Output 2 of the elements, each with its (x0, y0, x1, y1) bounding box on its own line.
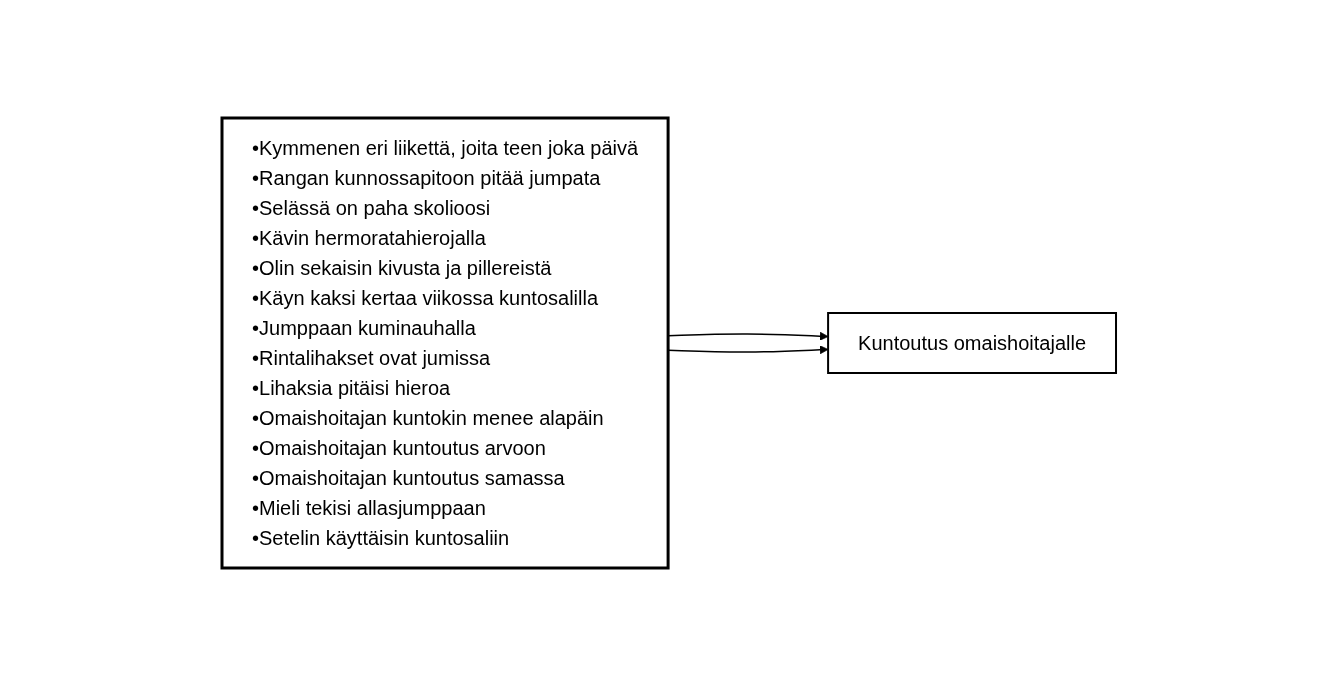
node-box: •Kymmenen eri liikettä, joita teen joka päivä •Rangan kunnossapitoon pitää jumpata •Selässä on paha skolioosi •Kävin hermoratahierojalla •Olin sekaisin kivusta ja pillereistä •Käyn kaksi kertaa viikossa kuntosalilla •Jumppaan kuminauhalla •Rintalihakset ovat jumissa •Lihaksia pitäisi hieroa •Omaishoitajan kuntokin menee alapäin •Omaishoitajan kuntoutus arvoon •Omaishoitajan kuntoutus samassa •Mieli tekisi allasjumppaan •Setelin käyttäisin kuntosaliin (221, 116, 671, 569)
node-box: Kuntoutus omaishoitajalle (827, 311, 1118, 374)
